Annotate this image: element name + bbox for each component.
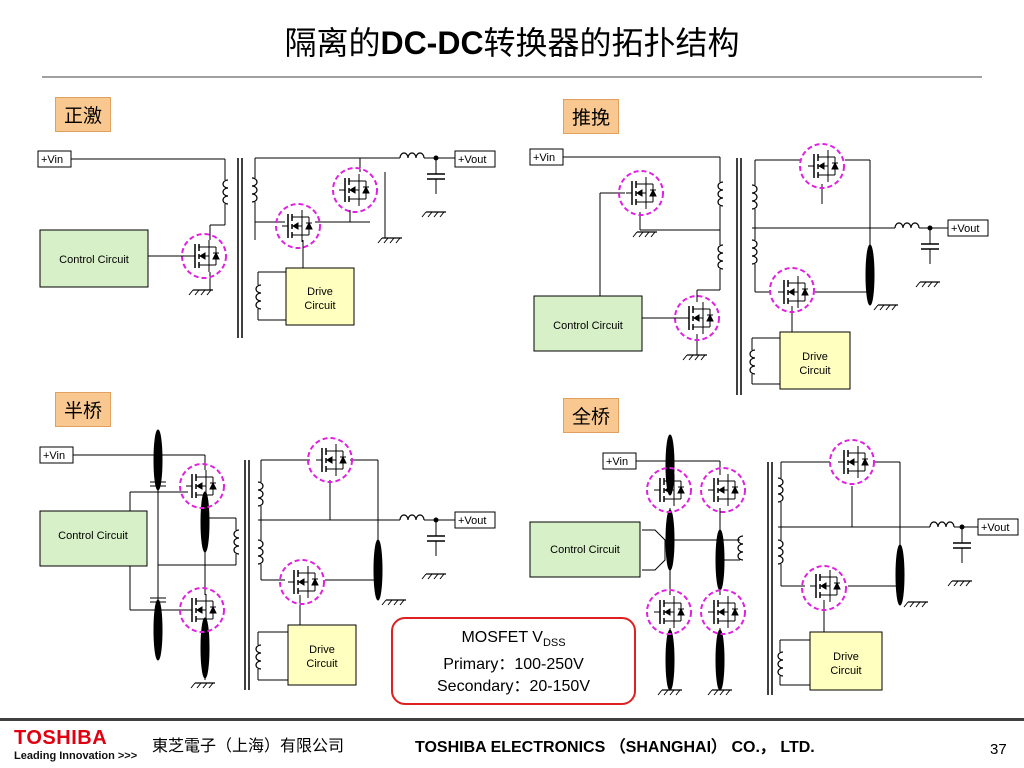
spec-mosfet-label: MOSFET V — [461, 629, 543, 646]
halfbridge-vout-label: +Vout — [458, 515, 486, 527]
title-divider — [42, 76, 982, 78]
full-bridge-topology — [529, 434, 1019, 696]
halfbridge-control-label: Control Circuit — [58, 530, 128, 542]
pushpull-control-label: Control Circuit — [553, 320, 623, 332]
forward-drive-label-2: Circuit — [304, 300, 335, 312]
brand-name: TOSHIBA — [14, 727, 108, 749]
full-bridge-tag: 全桥 — [563, 398, 620, 433]
forward-control-label: Control Circuit — [59, 254, 129, 266]
fullbridge-control-label: Control Circuit — [550, 544, 620, 556]
forward-drive-box — [285, 267, 355, 326]
halfbridge-drive-label-2: Circuit — [306, 658, 337, 670]
spec-line-1: MOSFET VDSS — [393, 627, 634, 654]
forward-vin-label: +Vin — [41, 154, 63, 166]
footer-divider — [0, 718, 1024, 721]
halfbridge-drive-label-1: Drive — [309, 644, 335, 656]
forward-control-box — [39, 229, 149, 288]
fullbridge-vout-label: +Vout — [981, 522, 1009, 534]
push-pull-topology — [529, 143, 989, 395]
fullbridge-drive-label-2: Circuit — [830, 665, 861, 677]
pushpull-vout-box — [947, 219, 989, 237]
pushpull-drive-label-2: Circuit — [799, 365, 830, 377]
halfbridge-vout-box — [454, 511, 496, 529]
mosfet-spec-box: MOSFET VDSS Primary：100-250V Secondary：2… — [391, 617, 636, 705]
company-name-cn: 東芝電子（上海）有限公司 — [152, 736, 345, 755]
title-suffix: 转换器的拓扑结构 — [483, 24, 740, 62]
fullbridge-drive-label-1: Drive — [833, 651, 859, 663]
title-prefix: 隔离的 — [284, 24, 381, 62]
pushpull-drive-label-1: Drive — [802, 351, 828, 363]
halfbridge-drive-box — [287, 624, 357, 686]
push-pull-tag: 推挽 — [563, 99, 620, 134]
page-number: 37 — [990, 741, 1007, 758]
pushpull-control-box — [533, 295, 643, 352]
company-name-en: TOSHIBA ELECTRONICS （SHANGHAI） CO.， LTD. — [415, 739, 815, 756]
forward-tag: 正激 — [55, 97, 112, 132]
fullbridge-vin-label: +Vin — [606, 456, 628, 468]
spec-line-2: Primary：100-250V — [443, 656, 584, 674]
toshiba-logo: TOSHIBA Leading Innovation >>> — [14, 728, 137, 762]
fullbridge-control-box — [529, 521, 641, 578]
forward-vout-box — [454, 150, 496, 168]
title-latin: DC-DC — [380, 25, 484, 61]
halfbridge-control-box — [39, 510, 148, 567]
forward-vout-label: +Vout — [458, 154, 486, 166]
spec-dss-subscript: DSS — [542, 637, 566, 650]
slide-title: 隔离的DC-DC转换器的拓扑结构 — [0, 18, 1024, 64]
fullbridge-drive-box — [809, 631, 883, 691]
pushpull-vout-label: +Vout — [951, 223, 979, 235]
pushpull-drive-box — [779, 331, 851, 390]
forward-topology — [37, 150, 496, 338]
half-bridge-topology — [39, 429, 496, 690]
fullbridge-vout-box — [977, 518, 1019, 536]
spec-line-3: Secondary：20-150V — [437, 678, 590, 696]
brand-tagline: Leading Innovation >>> — [14, 750, 138, 762]
halfbridge-vin-label: +Vin — [43, 450, 65, 462]
forward-drive-label-1: Drive — [307, 286, 333, 298]
pushpull-vin-label: +Vin — [533, 152, 555, 164]
half-bridge-tag: 半桥 — [55, 392, 112, 427]
